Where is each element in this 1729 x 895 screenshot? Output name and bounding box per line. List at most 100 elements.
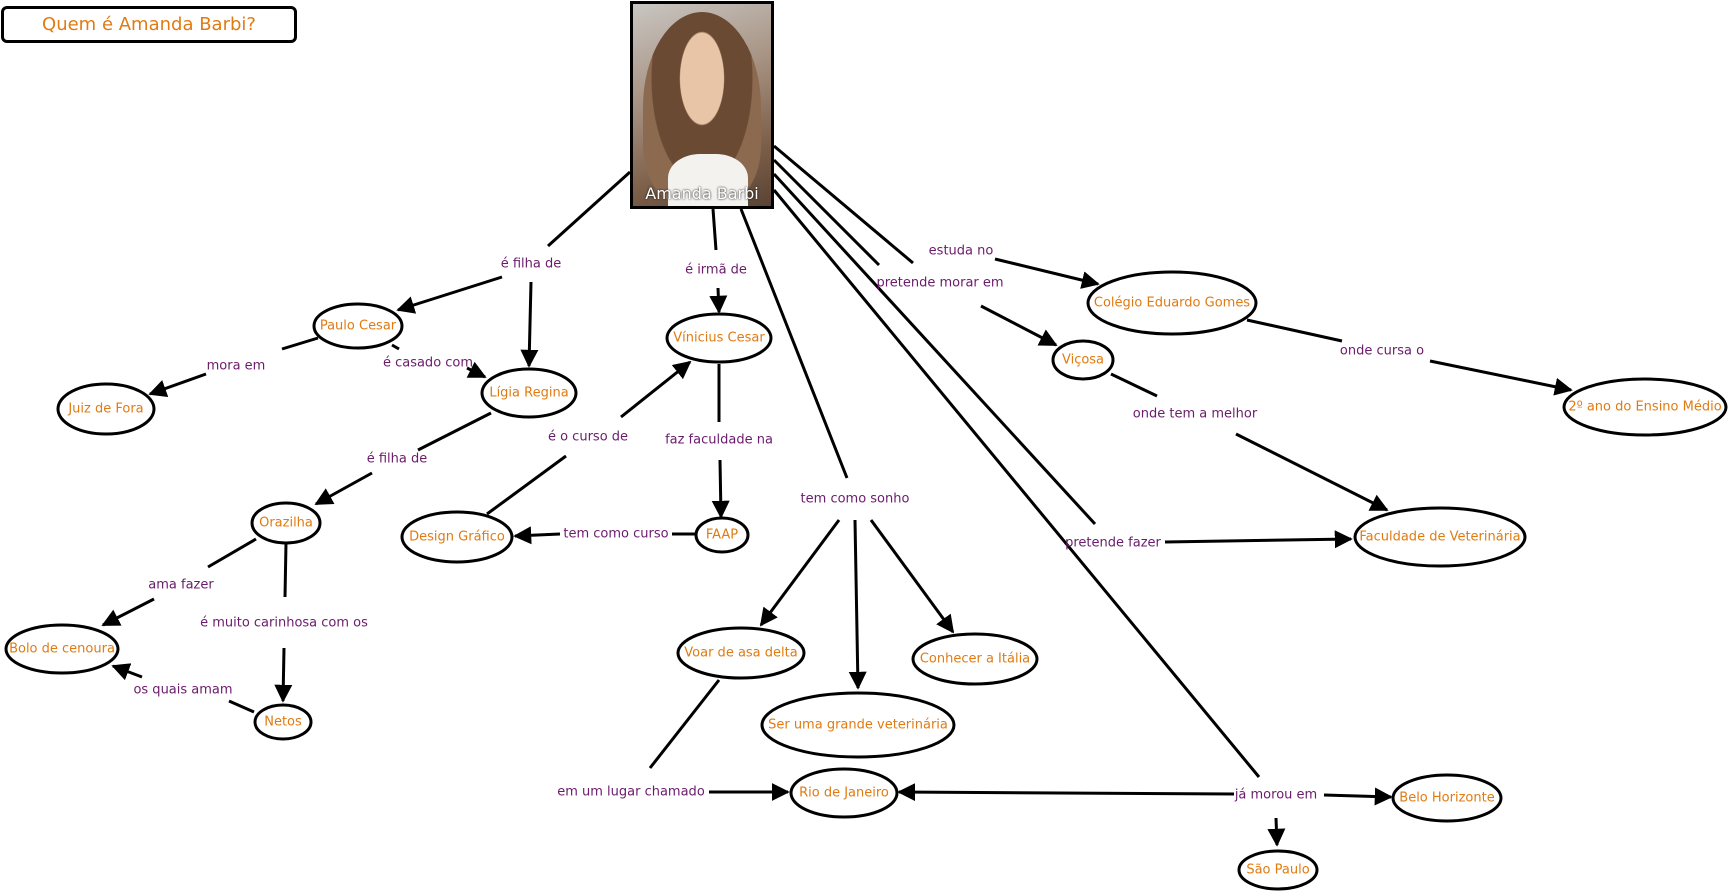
node-shape — [312, 302, 404, 350]
link-carinhosa: é muito carinhosa com os — [200, 616, 368, 631]
concept-conhecer-italia: Conhecer a Itália — [920, 652, 1030, 667]
link-tem-como-curso: tem como curso — [563, 527, 668, 542]
title-box: Quem é Amanda Barbi? — [1, 6, 297, 43]
node-shape — [1237, 849, 1319, 891]
connector-line — [711, 208, 718, 251]
arrow-to-juiz — [148, 372, 207, 398]
arrow-to-design — [513, 526, 561, 545]
photo-shirt — [668, 154, 748, 206]
arrow-to-ligia-2 — [466, 361, 487, 379]
connector-line — [207, 537, 257, 569]
arrow-to-vicosa — [980, 304, 1058, 347]
node-shape — [400, 510, 514, 564]
link-e-o-curso-de: é o curso de — [548, 430, 628, 445]
node-shape — [911, 632, 1039, 686]
concept-paulo-cesar: Paulo Cesar — [320, 319, 397, 334]
link-labels: é filha de é irmã de mora em é casado co… — [133, 244, 1424, 803]
connector-line — [772, 172, 1097, 526]
arrow-to-faap — [711, 459, 730, 519]
node-shape — [56, 382, 156, 436]
arrow-to-asa — [759, 519, 841, 627]
arrow-to-sp — [1267, 817, 1286, 847]
connector-line — [486, 454, 567, 516]
connector-line — [773, 144, 914, 265]
node-shape — [1086, 270, 1258, 336]
page-title: Quem é Amanda Barbi? — [42, 14, 256, 35]
concept-belo-horizonte: Belo Horizonte — [1399, 791, 1494, 806]
connector-line — [648, 679, 721, 769]
connector-line — [281, 336, 319, 351]
concept-ser-veterinaria: Ser uma grande veterinária — [768, 718, 948, 733]
connections — [101, 144, 1573, 847]
profile-photo: Amanda Barbi — [630, 1, 774, 209]
arrow-to-faculdade — [1235, 432, 1389, 512]
link-onde-tem-a-melhor: onde tem a melhor — [1133, 407, 1258, 422]
concept-colegio-eduardo-gomes: Colégio Eduardo Gomes — [1094, 296, 1250, 311]
link-faz-faculdade-na: faz faculdade na — [665, 433, 773, 448]
concept-orazilha: Orazilha — [259, 516, 313, 531]
node-shape — [1562, 377, 1728, 437]
link-e-filha-de-2: é filha de — [367, 452, 428, 467]
photo-caption: Amanda Barbi — [645, 184, 759, 203]
concept-faap: FAAP — [706, 528, 738, 543]
concept-shapes — [4, 270, 1728, 891]
concept-sao-paulo: São Paulo — [1246, 863, 1309, 878]
arrow-to-vinicius — [709, 287, 728, 314]
connector-line — [228, 699, 255, 714]
link-os-quais-amam: os quais amam — [133, 683, 232, 698]
node-shape — [4, 623, 120, 675]
concept-voar-de-asa-delta: Voar de asa delta — [684, 646, 797, 661]
connector-line — [1110, 372, 1158, 398]
concept-bolo-de-cenoura: Bolo de cenoura — [9, 642, 115, 657]
arrow-to-bolo — [101, 597, 155, 627]
node-shape — [1353, 506, 1527, 568]
connector-line — [283, 542, 288, 598]
link-e-casado-com: é casado com — [383, 356, 473, 371]
arrow-to-vinicius-2 — [620, 360, 692, 419]
node-shape — [1391, 773, 1503, 823]
node-shape — [760, 691, 956, 759]
concept-rio-de-janeiro: Rio de Janeiro — [799, 786, 889, 801]
concept-ensino-medio: 2º ano do Ensino Médio — [1568, 400, 1721, 415]
concept-design-grafico: Design Gráfico — [409, 530, 505, 545]
arrow-to-orazilha — [314, 471, 373, 506]
link-em-um-lugar-chamado: em um lugar chamado — [557, 785, 705, 800]
connector-line — [417, 411, 492, 452]
link-onde-cursa-o: onde cursa o — [1340, 344, 1424, 359]
link-pretende-fazer: pretende fazer — [1065, 536, 1161, 551]
arrow-to-ligia — [520, 281, 539, 368]
arrow-to-vet — [848, 519, 867, 690]
connector-line — [772, 189, 1261, 778]
node-shape — [480, 367, 578, 419]
node-shape — [253, 703, 313, 741]
concept-vicosa: Viçosa — [1062, 353, 1104, 368]
connector-line — [739, 208, 849, 479]
link-pretende-morar-em: pretende morar em — [876, 276, 1003, 291]
link-ja-morou-em: já morou em — [1234, 788, 1317, 803]
node-shape — [789, 767, 899, 819]
arrow-to-faculdade-2 — [1164, 530, 1353, 549]
node-shape — [694, 516, 750, 554]
link-e-filha-de: é filha de — [501, 257, 562, 272]
concept-labels: Paulo Cesar Lígia Regina Juiz de Fora Or… — [9, 296, 1722, 878]
node-shape — [1051, 339, 1115, 381]
link-tem-como-sonho: tem como sonho — [801, 492, 910, 507]
link-ama-fazer: ama fazer — [148, 578, 214, 593]
node-shape — [676, 626, 806, 680]
arrow-to-rio-2 — [897, 783, 1235, 802]
connector-line — [546, 170, 632, 248]
link-e-irma-de: é irmã de — [685, 263, 747, 278]
arrow-to-colegio — [994, 257, 1100, 289]
arrow-to-bh — [1323, 787, 1393, 806]
arrow-to-paulo — [396, 275, 503, 314]
concept-juiz-de-fora: Juiz de Fora — [67, 402, 143, 417]
concept-vinicius-cesar: Vínicius Cesar — [673, 331, 765, 346]
arrow-to-medio — [1429, 359, 1573, 396]
concept-faculdade-veterinaria: Faculdade de Veterinária — [1359, 530, 1520, 545]
connector-line — [391, 343, 400, 351]
concept-ligia-regina: Lígia Regina — [489, 386, 568, 401]
node-shape — [665, 312, 773, 364]
concept-netos: Netos — [264, 715, 302, 730]
